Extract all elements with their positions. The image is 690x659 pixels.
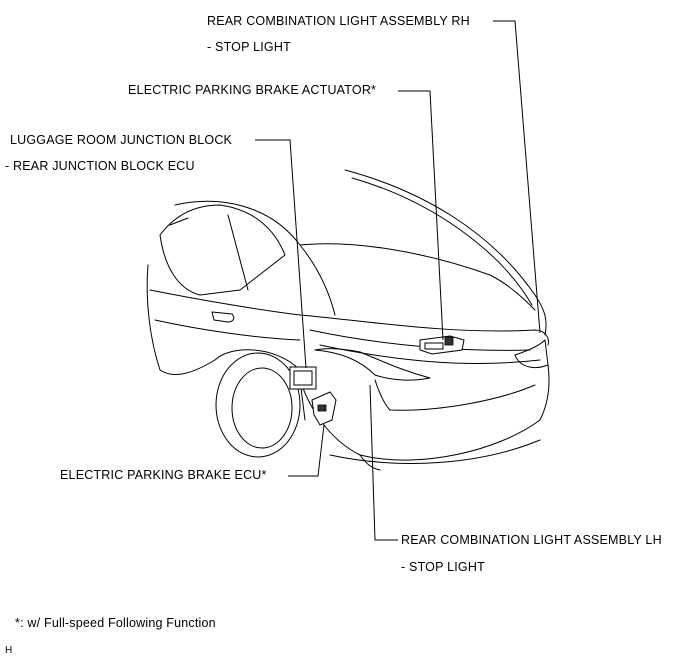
label-luggage-junction-block: LUGGAGE ROOM JUNCTION BLOCK [10,133,233,147]
luggage-junction-block-part [289,366,317,390]
car-outline [146,169,550,471]
epb-actuator-part [419,335,465,355]
label-epb-ecu: ELECTRIC PARKING BRAKE ECU* [60,468,267,482]
leader-lines [255,20,541,541]
label-rear-light-lh-sub: - STOP LIGHT [401,560,485,574]
label-rear-light-lh: REAR COMBINATION LIGHT ASSEMBLY LH [401,533,662,547]
label-luggage-junction-block-sub: - REAR JUNCTION BLOCK ECU [5,159,195,173]
label-rear-light-rh-sub: - STOP LIGHT [207,40,291,54]
figure-code: H [5,645,13,656]
epb-ecu-part [311,391,337,426]
label-epb-actuator: ELECTRIC PARKING BRAKE ACTUATOR* [128,83,377,97]
footnote: *: w/ Full-speed Following Function [15,616,216,630]
label-rear-light-rh: REAR COMBINATION LIGHT ASSEMBLY RH [207,14,470,28]
